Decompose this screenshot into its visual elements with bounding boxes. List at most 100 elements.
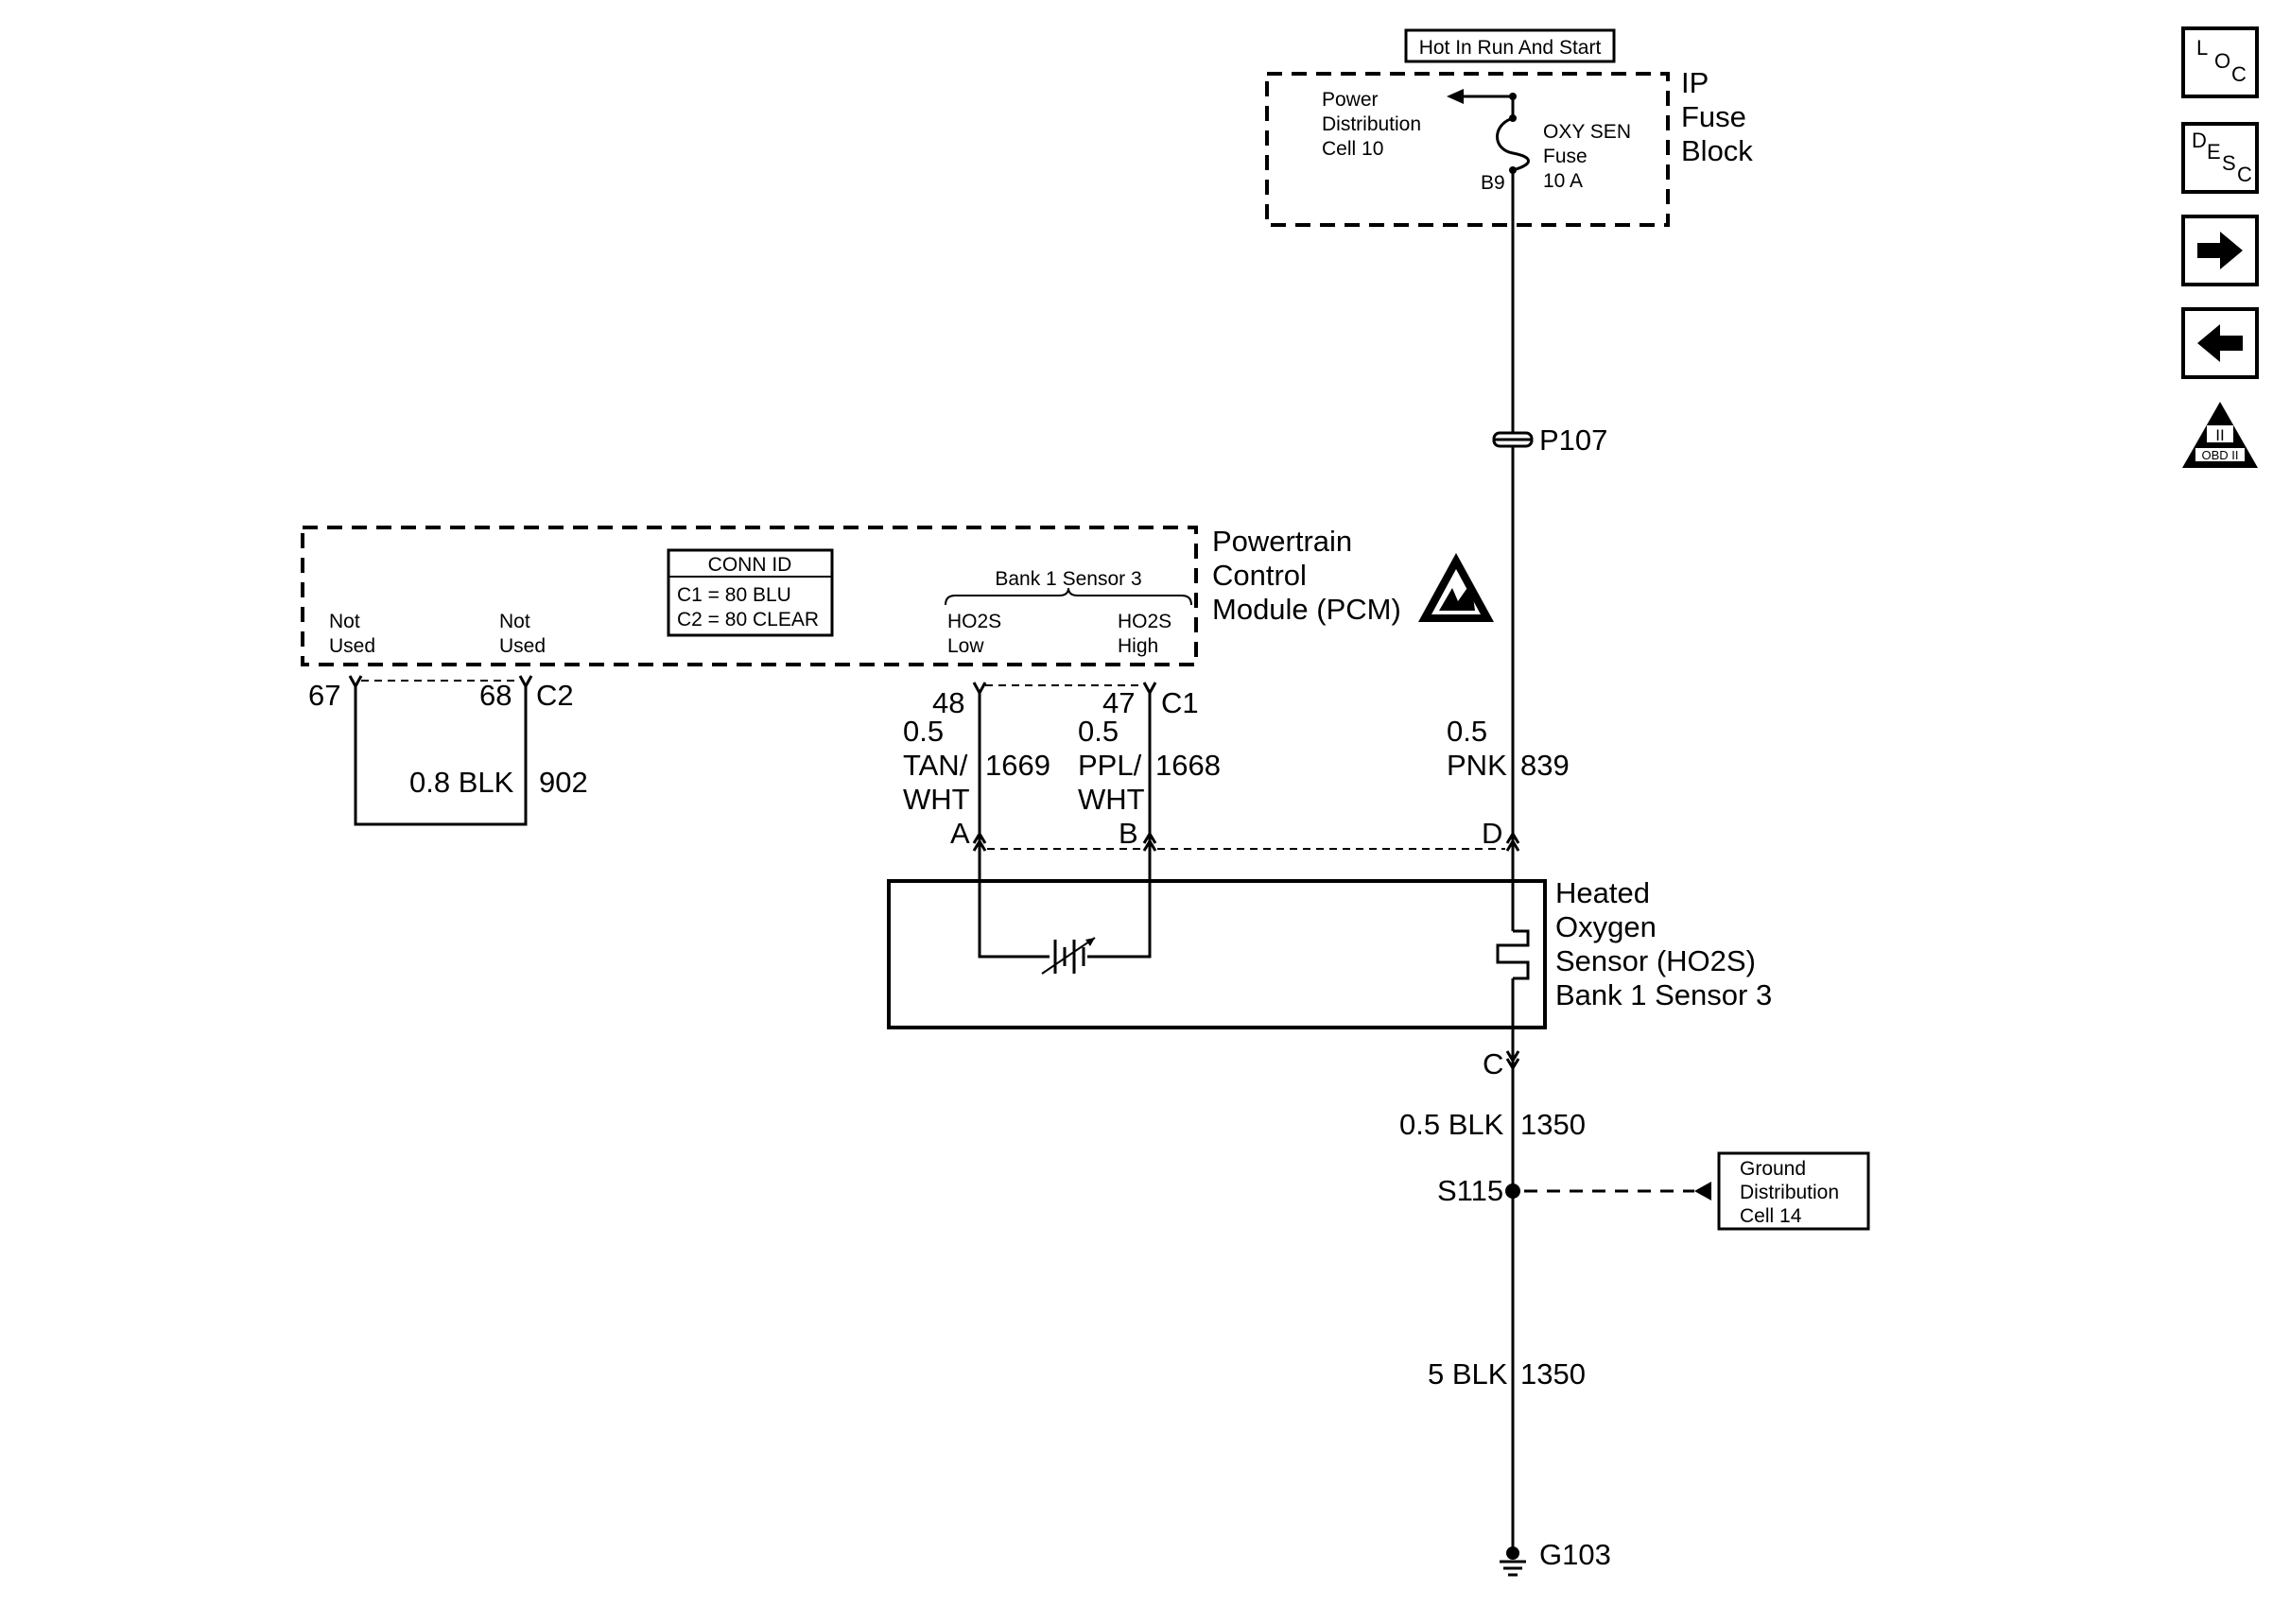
- pin-b: B: [1119, 817, 1138, 850]
- loc-letter-c: C: [2231, 62, 2247, 86]
- pin-d: D: [1482, 817, 1502, 850]
- not-used-2-label-2: Used: [499, 635, 546, 657]
- desc-letter-c: C: [2237, 163, 2252, 186]
- ho2s-outline: [887, 879, 1547, 1029]
- g103-label: G103: [1539, 1538, 1611, 1571]
- ground-dist-label-1: Ground: [1740, 1158, 1806, 1180]
- fuse-block-title-3: Block: [1681, 134, 1753, 167]
- bus-arrow-head: [1447, 89, 1464, 104]
- hot-in-run-label: Hot In Run And Start: [1419, 37, 1602, 59]
- w1669-color-1: TAN/: [903, 749, 968, 782]
- not-used-2-label-1: Not: [499, 611, 530, 632]
- bank-bracket: [945, 587, 1192, 606]
- fuse-rating: 10 A: [1543, 170, 1583, 192]
- loc-letter-o: O: [2214, 49, 2230, 73]
- left-arrow-icon: [2197, 324, 2243, 362]
- fuse-terminal: B9: [1481, 172, 1505, 194]
- sensor-pin-c: C: [1483, 1047, 1520, 1080]
- w839-color: PNK: [1447, 749, 1507, 782]
- ho2s-high-label-1: HO2S: [1118, 611, 1171, 632]
- obd-ii-button[interactable]: II OBD II: [2182, 402, 2258, 468]
- pin-48: 48: [932, 686, 964, 719]
- loc-letter-l: L: [2196, 36, 2208, 60]
- pin-c: C: [1483, 1047, 1503, 1080]
- pin-a: A: [950, 817, 970, 850]
- pcm-title-2: Control: [1212, 559, 1307, 592]
- connector-p107: P107: [1492, 423, 1607, 457]
- power-dist-label-1: Power: [1322, 89, 1379, 111]
- oxy-sen-fuse-symbol: [1496, 116, 1530, 172]
- w1350b-gauge: 5 BLK: [1428, 1357, 1508, 1391]
- conn-id-c2: C2 = 80 CLEAR: [677, 609, 819, 631]
- fuse-block-title-1: IP: [1681, 66, 1709, 99]
- c1-label: C1: [1161, 686, 1199, 719]
- ho2s-title-4: Bank 1 Sensor 3: [1555, 978, 1772, 1011]
- w839-circuit: 839: [1520, 749, 1570, 782]
- conn-id-box: [667, 548, 834, 637]
- right-arrow-icon: [2197, 232, 2243, 269]
- ground-dist-label-2: Distribution: [1740, 1182, 1839, 1203]
- bank-sensor-label: Bank 1 Sensor 3: [995, 568, 1141, 590]
- w839-gauge: 0.5: [1447, 715, 1487, 748]
- location-button[interactable]: L O C: [2181, 26, 2259, 98]
- heater-element-symbol: [1496, 929, 1530, 980]
- circuit-902-wire: [354, 686, 528, 826]
- w1669-gauge: 0.5: [903, 715, 944, 748]
- not-used-1-label-2: Used: [329, 635, 375, 657]
- ip-fuse-block: Hot In Run And Start IP Fuse Block Power…: [1265, 28, 1753, 227]
- w1350b-circuit: 1350: [1520, 1357, 1586, 1391]
- ho2s-low-label-1: HO2S: [947, 611, 1001, 632]
- ho2s-low-label-2: Low: [947, 635, 984, 657]
- c1-connector: 48 47 C1: [932, 682, 1199, 719]
- ground-dist-box: [1717, 1151, 1870, 1231]
- c2-connector: 67 68 C2 0.8 BLK 902: [308, 675, 588, 826]
- p107-label: P107: [1539, 423, 1607, 457]
- w902-gauge: 0.8 BLK: [409, 766, 514, 799]
- conn-id-c1: C1 = 80 BLU: [677, 584, 791, 606]
- obd-ii-icon: II OBD II: [2182, 402, 2258, 468]
- pcm-module: Powertrain Control Module (PCM) CONN ID …: [301, 525, 1494, 666]
- pin-68: 68: [479, 679, 512, 712]
- desc-letter-s: S: [2222, 151, 2236, 175]
- w1669-color-2: WHT: [903, 783, 970, 816]
- ho2s-title-3: Sensor (HO2S): [1555, 944, 1756, 977]
- fuse-block-title-2: Fuse: [1681, 100, 1746, 133]
- w1668-color-1: PPL/: [1078, 749, 1142, 782]
- side-navigation: L O C D E S C II: [2181, 26, 2259, 468]
- ho2s-high-label-2: High: [1118, 635, 1158, 657]
- ground-g103: G103: [1500, 1538, 1611, 1577]
- w1668-circuit: 1668: [1155, 749, 1221, 782]
- pcm-title-1: Powertrain: [1212, 525, 1352, 558]
- power-dist-label-3: Cell 10: [1322, 138, 1383, 160]
- c2-label: C2: [536, 679, 574, 712]
- ho2s-title-1: Heated: [1555, 876, 1650, 909]
- ho2s-sensor: Heated Oxygen Sensor (HO2S) Bank 1 Senso…: [887, 876, 1772, 1029]
- w1350a-gauge: 0.5 BLK: [1399, 1108, 1504, 1141]
- previous-page-button[interactable]: [2181, 307, 2259, 379]
- desc-letter-e: E: [2207, 140, 2221, 164]
- conn-id-title: CONN ID: [708, 554, 792, 576]
- power-dist-label-2: Distribution: [1322, 113, 1421, 135]
- splice-s115: S115 Ground Distribution Cell 14: [1437, 1151, 1870, 1231]
- w902-circuit: 902: [539, 766, 588, 799]
- fuse-label: Fuse: [1543, 146, 1588, 167]
- obd-roman: II: [2215, 426, 2224, 444]
- sensor-connector: A B D: [950, 817, 1520, 852]
- s115-label: S115: [1437, 1174, 1503, 1207]
- w1668-gauge: 0.5: [1078, 715, 1119, 748]
- desc-letter-d: D: [2192, 129, 2207, 152]
- pin-47: 47: [1102, 686, 1135, 719]
- w1668-color-2: WHT: [1078, 783, 1145, 816]
- esd-warning-icon: [1418, 553, 1494, 622]
- fuse-block-outline: [1265, 72, 1670, 227]
- fuse-name: OXY SEN: [1543, 121, 1631, 143]
- not-used-1-label-1: Not: [329, 611, 360, 632]
- description-button[interactable]: D E S C: [2181, 122, 2259, 194]
- next-page-button[interactable]: [2181, 215, 2259, 286]
- pcm-title-3: Module (PCM): [1212, 593, 1401, 626]
- ground-dist-label-3: Cell 14: [1740, 1205, 1802, 1227]
- hot-in-run-label-box: [1404, 28, 1616, 63]
- variable-voltage-source-symbol: [1041, 937, 1096, 975]
- obd-label: OBD II: [2201, 448, 2238, 462]
